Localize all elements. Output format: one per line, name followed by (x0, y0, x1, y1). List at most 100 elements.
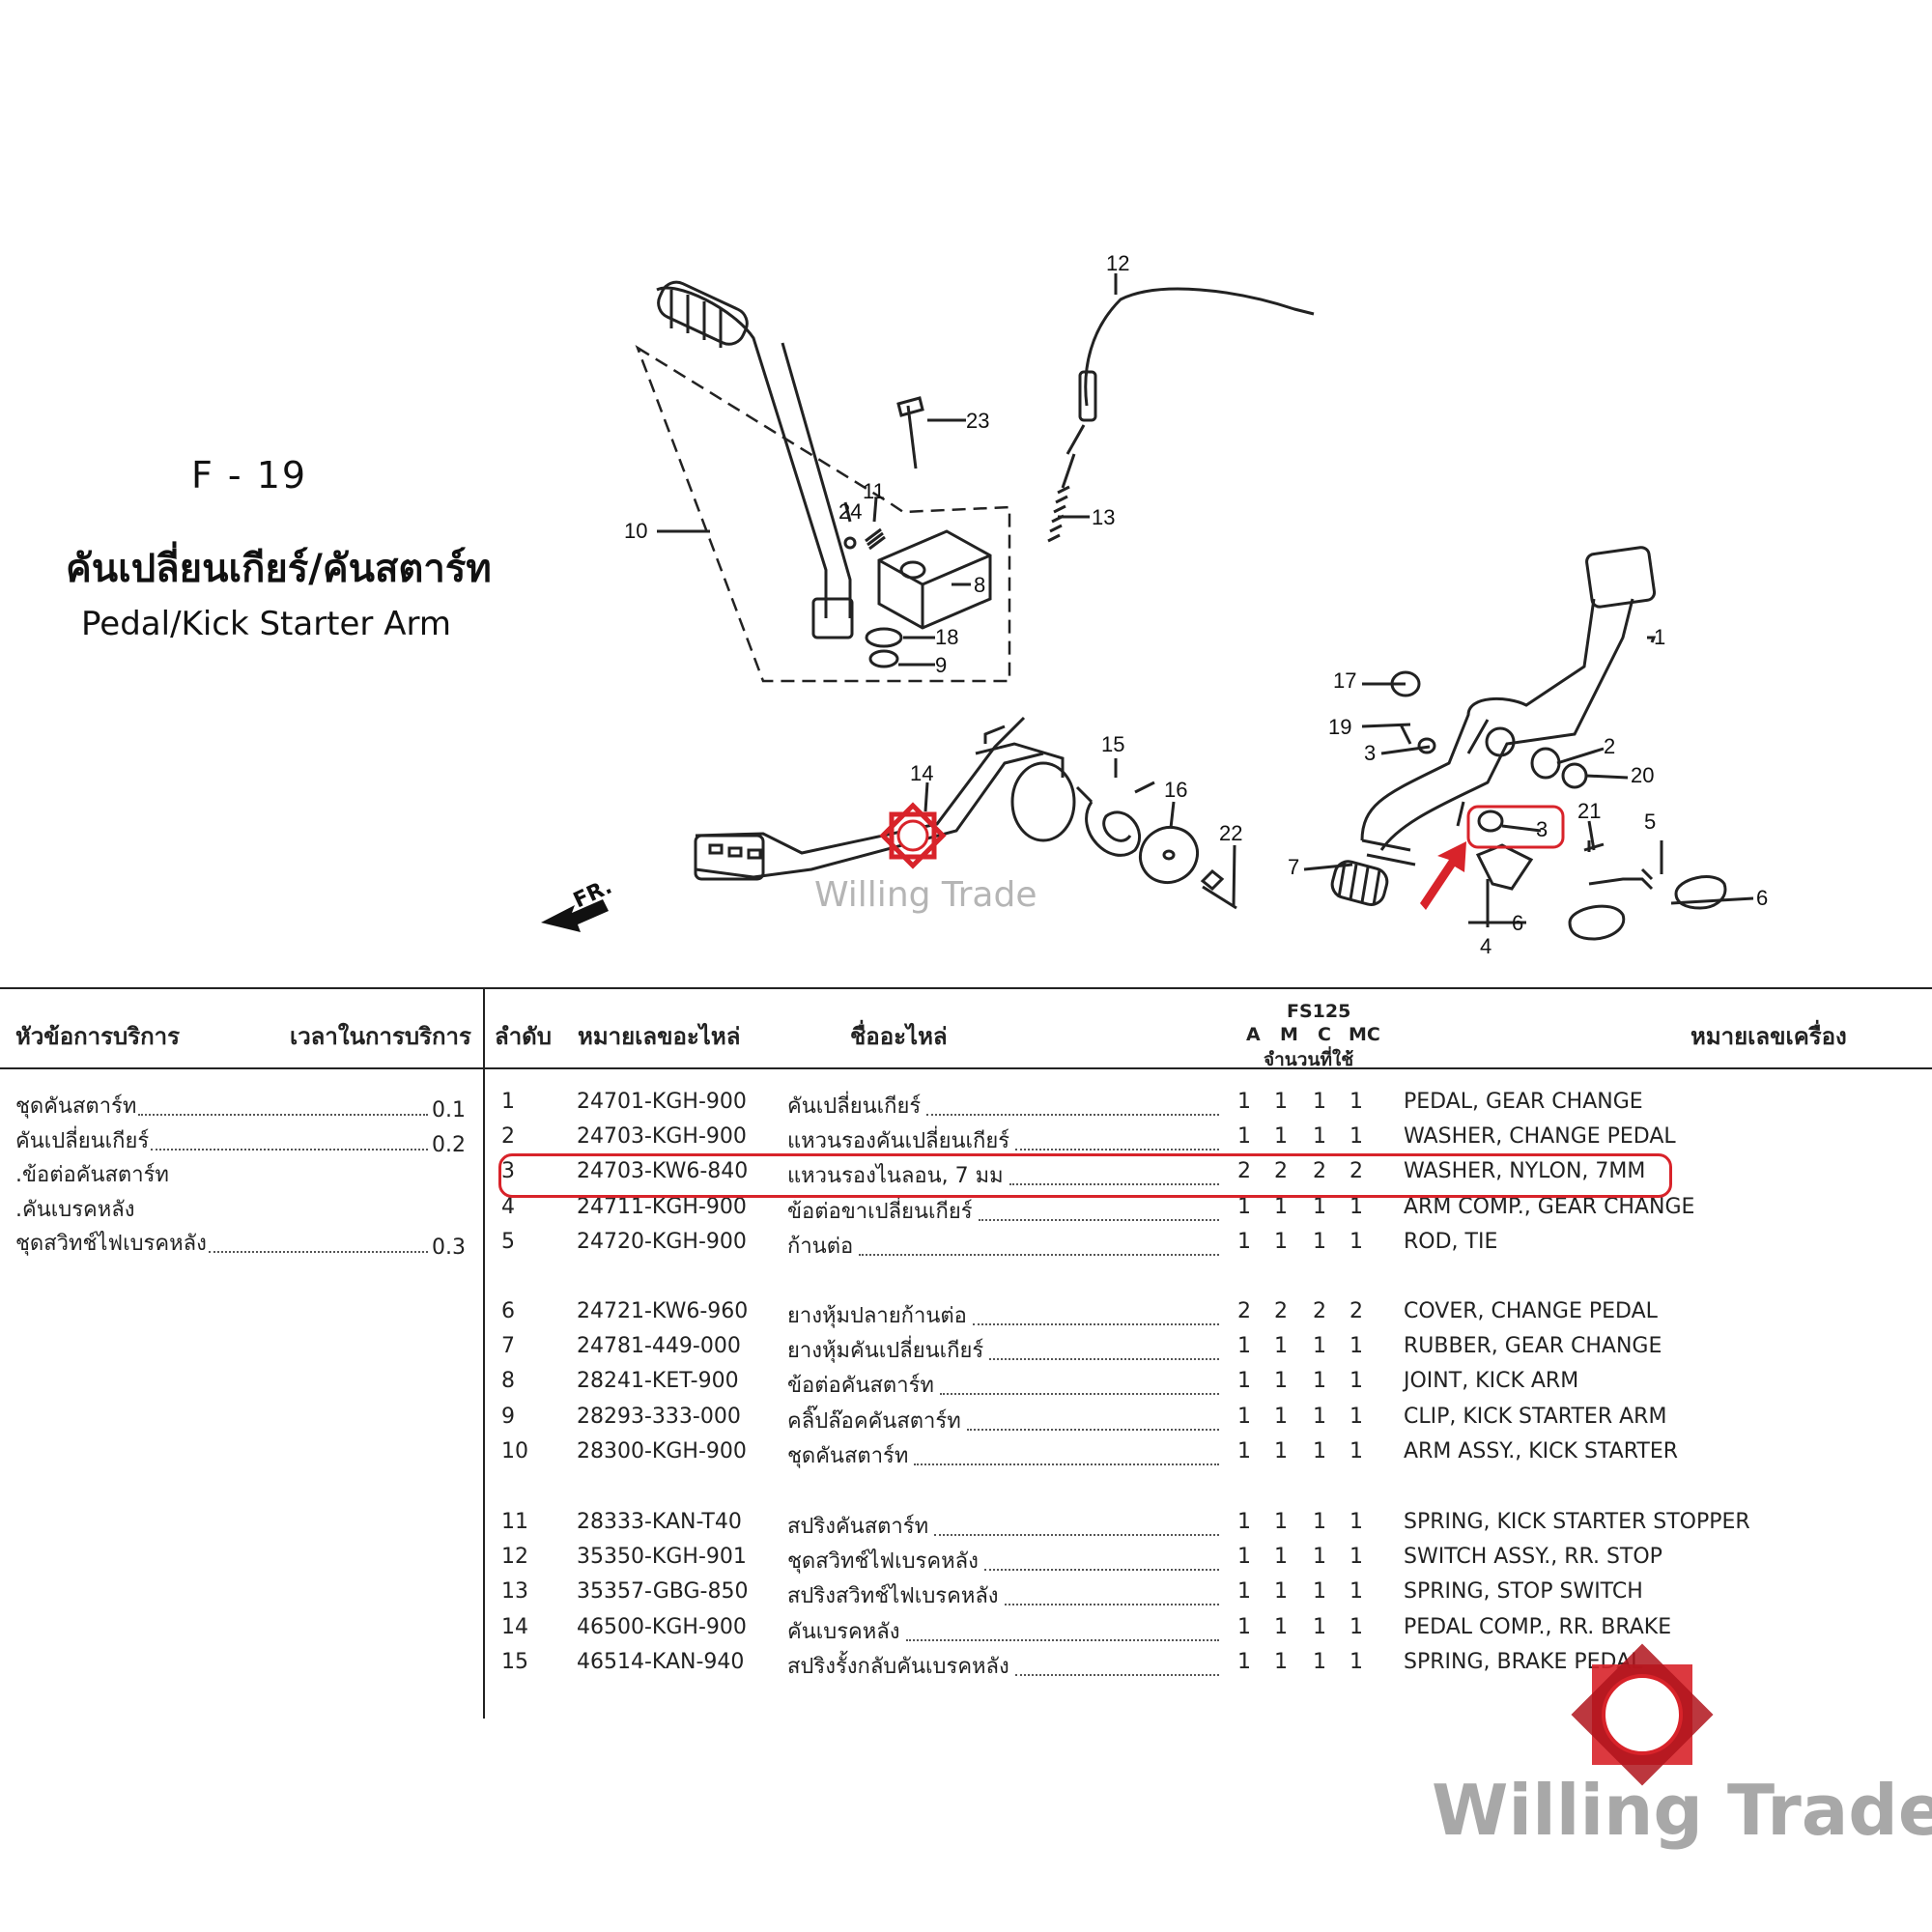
red-arrow-icon (1420, 841, 1466, 910)
quantity-m: 1 (1274, 1510, 1288, 1534)
part-number: 28293-333-000 (577, 1404, 741, 1429)
part-name-thai: คันเบรคหลัง (787, 1619, 900, 1644)
part-name-thai-cell: ข้อต่อขาเปลี่ยนเกียร์ (787, 1195, 1219, 1228)
callout-18: 18 (935, 625, 958, 649)
quantity-c: 1 (1313, 1334, 1326, 1359)
quantity-c: 1 (1313, 1510, 1326, 1534)
callout-24: 24 (838, 499, 862, 524)
part-name-english: CLIP, KICK STARTER ARM (1404, 1404, 1667, 1429)
ref-number: 8 (501, 1369, 515, 1394)
leader-dots (926, 1114, 1219, 1116)
callout-10: 10 (624, 519, 647, 543)
part-name-thai-cell: สปริงคันสตาร์ท (787, 1510, 1219, 1543)
ref-number: 5 (501, 1229, 515, 1254)
quantity-a: 1 (1237, 1369, 1251, 1394)
leader-dots (905, 1638, 1219, 1641)
part-number: 46514-KAN-940 (577, 1649, 745, 1674)
part-name-thai-cell: ข้อต่อคันสตาร์ท (787, 1369, 1219, 1402)
part-name-english: ROD, TIE (1404, 1229, 1498, 1254)
header-quantity: จำนวนที่ใช้ (1264, 1049, 1354, 1070)
part-number: 46500-KGH-900 (577, 1614, 747, 1639)
part-name-english: COVER, CHANGE PEDAL (1404, 1299, 1658, 1323)
part-name-english: WASHER, CHANGE PEDAL (1404, 1124, 1676, 1150)
part-name-english: ARM COMP., GEAR CHANGE (1404, 1194, 1695, 1219)
part-name-english: PEDAL COMP., RR. BRAKE (1404, 1614, 1672, 1639)
part-name-thai: คลิ๊ปล๊อคคันสตาร์ท (787, 1408, 961, 1434)
part-number: 24703-KW6-840 (577, 1159, 749, 1184)
quantity-c: 1 (1313, 1194, 1326, 1219)
leader-dots (1004, 1604, 1219, 1606)
watermark-text-large: Willing Trade (1432, 1770, 1932, 1851)
part-name-english: SPRING, STOP SWITCH (1404, 1579, 1643, 1605)
leader-dots (989, 1358, 1219, 1361)
callout-22: 22 (1219, 821, 1242, 845)
part-name-thai: ยางหุ้มปลายก้านต่อ (787, 1304, 967, 1328)
page-title-english: Pedal/Kick Starter Arm (81, 605, 451, 643)
quantity-a: 1 (1237, 1614, 1251, 1639)
callout-6b: 6 (1512, 911, 1523, 935)
leader-dots (1009, 1183, 1219, 1186)
part-name-thai-cell: ชุดคันสตาร์ท (787, 1439, 1219, 1472)
leader-dots (978, 1218, 1219, 1221)
quantity-c: 1 (1313, 1545, 1326, 1570)
quantity-mc: 1 (1350, 1438, 1363, 1463)
quantity-mc: 1 (1350, 1194, 1363, 1219)
part-number: 24781-449-000 (577, 1334, 741, 1359)
leader-dots (1015, 1149, 1219, 1151)
header-engine-number: หมายเลขเครื่อง (1690, 1023, 1847, 1050)
quantity-m: 1 (1274, 1194, 1288, 1219)
table-header-rule (0, 1067, 1932, 1069)
quantity-m: 1 (1274, 1124, 1288, 1150)
quantity-m: 2 (1274, 1159, 1288, 1184)
part-number: 35357-GBG-850 (577, 1579, 749, 1605)
watermark-logo-large (1571, 1643, 1714, 1786)
part-number: 24720-KGH-900 (577, 1229, 747, 1254)
part-number: 35350-KGH-901 (577, 1545, 747, 1570)
quantity-m: 1 (1274, 1438, 1288, 1463)
page-code: F - 19 (191, 454, 308, 497)
callout-6: 6 (1756, 886, 1768, 910)
part-name-english: JOINT, KICK ARM (1404, 1369, 1579, 1394)
part-name-thai-cell: คลิ๊ปล๊อคคันสตาร์ท (787, 1405, 1219, 1437)
quantity-m: 1 (1274, 1649, 1288, 1674)
part-name-thai-cell: ยางหุ้มปลายก้านต่อ (787, 1299, 1219, 1332)
part-name-thai: ยางหุ้มคันเปลี่ยนเกียร์ (787, 1339, 984, 1364)
header-model: FS125 (1287, 1001, 1351, 1022)
part-name-thai: ชุดสวิทช์ไฟเบรคหลัง (787, 1549, 979, 1575)
part-number: 28333-KAN-T40 (577, 1510, 742, 1534)
callout-3: 3 (1364, 741, 1376, 765)
quantity-a: 1 (1237, 1510, 1251, 1534)
quantity-mc: 1 (1350, 1510, 1363, 1534)
service-item: .คันเบรคหลัง (15, 1198, 135, 1222)
part-name-thai-cell: แหวนรองไนลอน, 7 มม (787, 1159, 1219, 1192)
callout-17: 17 (1333, 668, 1356, 693)
part-name-thai: สปริงรั้งกลับคันเบรคหลัง (787, 1654, 1009, 1679)
quantity-c: 1 (1313, 1090, 1326, 1114)
quantity-c: 1 (1313, 1404, 1326, 1429)
part-name-english: SWITCH ASSY., RR. STOP (1404, 1545, 1662, 1570)
header-variant-a: A (1246, 1024, 1261, 1045)
callout-15: 15 (1101, 732, 1124, 756)
service-item: .ข้อต่อคันสตาร์ท (15, 1163, 169, 1187)
part-number: 24703-KGH-900 (577, 1124, 747, 1150)
quantity-c: 1 (1313, 1369, 1326, 1394)
quantity-mc: 2 (1350, 1159, 1363, 1184)
header-variant-c: C (1318, 1024, 1331, 1045)
watermark-logo-small (879, 802, 947, 869)
quantity-m: 1 (1274, 1229, 1288, 1254)
callout-16: 16 (1164, 778, 1187, 802)
quantity-mc: 1 (1350, 1334, 1363, 1359)
quantity-m: 1 (1274, 1404, 1288, 1429)
quantity-a: 1 (1237, 1194, 1251, 1219)
quantity-c: 1 (1313, 1124, 1326, 1150)
callout-12: 12 (1106, 251, 1129, 275)
parts-exploded-diagram: FR. 1 2 3 3 4 5 6 6 7 8 9 10 11 12 13 14… (541, 251, 1768, 958)
ref-number: 6 (501, 1299, 515, 1323)
quantity-m: 1 (1274, 1614, 1288, 1639)
part-name-thai: สปริงคันสตาร์ท (787, 1515, 929, 1539)
